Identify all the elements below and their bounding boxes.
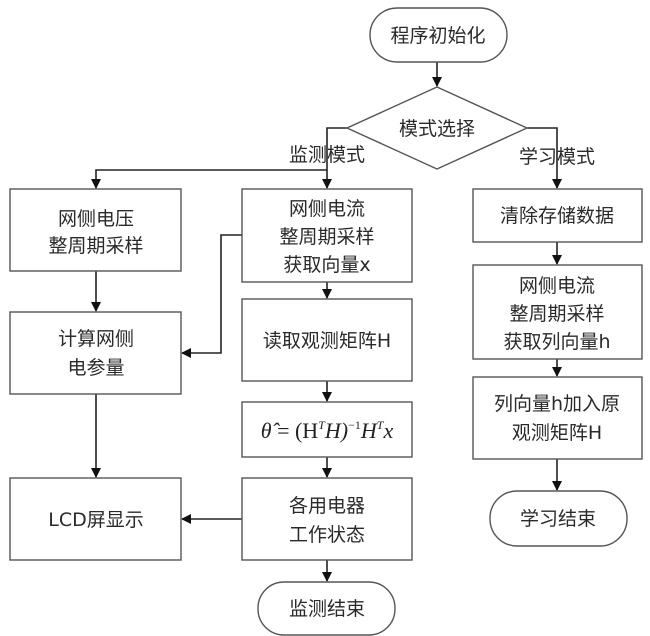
process-shape xyxy=(472,376,643,460)
edge-monitor-branch-to-voltage xyxy=(91,169,327,189)
node-current-sampling-h: 网侧电流 整周期采样 获取列向量h xyxy=(472,264,643,360)
edge-mode-to-monitor-branch xyxy=(322,127,347,189)
terminal-shape xyxy=(257,581,396,636)
node-appliance-state-line-2: 工作状态 xyxy=(289,524,365,546)
node-current-sampling-x-line-1: 网侧电流 xyxy=(289,198,365,220)
node-learn-end-label: 学习结束 xyxy=(520,508,596,530)
node-appliance-state: 各用电器 工作状态 xyxy=(241,477,413,561)
process-shape xyxy=(9,188,182,272)
terminal-shape xyxy=(369,7,508,63)
node-append-h: 列向量h加入原 观测矩阵H xyxy=(472,376,643,460)
process-shape xyxy=(9,311,182,395)
node-monitor-end-label: 监测结束 xyxy=(289,598,365,620)
node-current-sampling-h-line-3: 获取列向量h xyxy=(503,331,610,353)
node-lcd-display-label: LCD屏显示 xyxy=(48,509,143,531)
edge-current-x-to-compute xyxy=(181,234,242,358)
node-current-sampling-x-line-3: 获取向量x xyxy=(283,254,370,276)
node-clear-data: 清除存储数据 xyxy=(472,188,643,243)
process-shape xyxy=(241,401,413,458)
decision-shape xyxy=(345,86,529,170)
node-start: 程序初始化 xyxy=(369,7,508,63)
node-voltage-sampling-line-2: 整周期采样 xyxy=(48,235,143,257)
node-mode-select: 模式选择 xyxy=(345,86,529,170)
process-shape xyxy=(472,264,643,360)
node-lcd-display: LCD屏显示 xyxy=(9,477,182,561)
process-shape xyxy=(241,298,413,382)
node-mode-select-label: 模式选择 xyxy=(399,118,475,140)
terminal-shape xyxy=(489,490,628,547)
node-current-sampling-x-line-2: 整周期采样 xyxy=(279,226,374,248)
node-start-label: 程序初始化 xyxy=(390,25,485,47)
node-monitor-end: 监测结束 xyxy=(257,581,396,636)
process-shape xyxy=(472,188,643,243)
node-current-sampling-h-line-1: 网侧电流 xyxy=(519,275,595,297)
node-estimate: θ̂ = (HTH)−1HTx xyxy=(241,401,413,458)
node-append-h-line-2: 观测矩阵H xyxy=(512,422,602,444)
node-appliance-state-line-1: 各用电器 xyxy=(289,495,365,517)
edge-label-learn-mode: 学习模式 xyxy=(519,146,595,168)
process-shape xyxy=(241,188,413,283)
node-append-h-line-1: 列向量h加入原 xyxy=(494,393,620,415)
node-compute-params-line-1: 计算网侧 xyxy=(58,328,134,350)
node-current-sampling-x: 网侧电流 整周期采样 获取向量x xyxy=(241,188,413,283)
process-shape xyxy=(241,477,413,561)
node-compute-params: 计算网侧 电参量 xyxy=(9,311,182,395)
node-compute-params-line-2: 电参量 xyxy=(67,357,124,379)
process-shape xyxy=(9,477,182,561)
node-read-matrix-label: 读取观测矩阵H xyxy=(263,330,391,352)
edge-label-monitor-mode: 监测模式 xyxy=(289,144,365,166)
node-learn-end: 学习结束 xyxy=(489,490,628,547)
node-read-matrix: 读取观测矩阵H xyxy=(241,298,413,382)
node-voltage-sampling: 网侧电压 整周期采样 xyxy=(9,188,182,272)
edges xyxy=(91,62,562,582)
node-clear-data-label: 清除存储数据 xyxy=(500,205,614,227)
edge-mode-to-learn-branch xyxy=(527,127,562,189)
node-voltage-sampling-line-1: 网侧电压 xyxy=(58,208,134,230)
node-current-sampling-h-line-2: 整周期采样 xyxy=(509,303,604,325)
estimate-formula: θ̂ = (HTH)−1HTx xyxy=(261,418,394,443)
